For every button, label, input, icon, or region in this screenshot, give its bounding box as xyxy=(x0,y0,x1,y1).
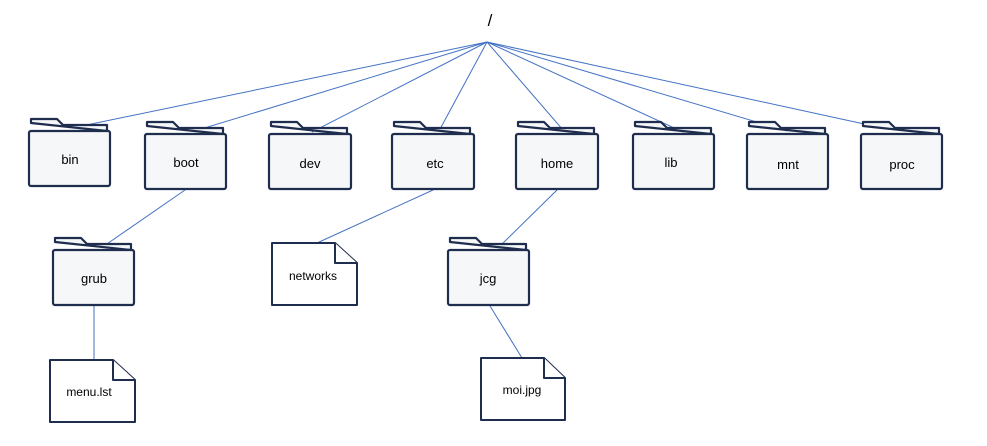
edge-root-home xyxy=(486,41,564,131)
folder-icon xyxy=(448,236,528,252)
folder-icon xyxy=(633,120,713,136)
folder-label: jcg xyxy=(479,271,497,286)
folder-label: proc xyxy=(889,157,915,172)
folder-label: etc xyxy=(426,156,444,171)
folder-node-etc[interactable]: etc xyxy=(390,120,476,191)
folder-node-bin[interactable]: bin xyxy=(27,117,112,188)
file-corner-fold xyxy=(334,243,357,264)
file-node-moi-jpg[interactable]: moi.jpg xyxy=(480,357,566,421)
edge-etc-networks xyxy=(316,189,434,244)
folder-body xyxy=(446,248,531,307)
folder-body xyxy=(143,132,228,191)
folder-node-grub[interactable]: grub xyxy=(51,236,136,307)
folder-node-home[interactable]: home xyxy=(514,120,600,191)
edge-boot-grub xyxy=(103,189,186,247)
folder-label: bin xyxy=(61,152,78,167)
folder-label: mnt xyxy=(777,157,799,172)
file-node-menu-lst[interactable]: menu.lst xyxy=(49,359,136,423)
folder-label: boot xyxy=(173,155,199,170)
folder-body xyxy=(631,132,716,191)
edge-jcg-moi xyxy=(489,305,523,359)
folder-node-proc[interactable]: proc xyxy=(859,120,944,191)
folder-icon xyxy=(861,120,941,136)
edge-root-mnt xyxy=(486,41,788,132)
folder-body xyxy=(267,132,353,191)
edge-root-etc xyxy=(438,41,488,132)
folder-icon xyxy=(145,120,225,136)
folder-body xyxy=(859,132,944,191)
folder-body xyxy=(27,129,112,188)
file-label: menu.lst xyxy=(66,385,112,399)
folder-label: grub xyxy=(81,271,107,286)
folder-node-boot[interactable]: boot xyxy=(143,120,228,191)
edge-root-boot xyxy=(197,41,488,131)
folder-node-lib[interactable]: lib xyxy=(631,120,716,191)
edge-root-dev xyxy=(311,41,488,133)
folder-icon xyxy=(516,120,596,136)
folder-icon xyxy=(53,236,133,252)
folder-body xyxy=(51,248,136,307)
file-label: networks xyxy=(289,269,337,283)
folder-label: lib xyxy=(664,155,677,170)
file-node-networks[interactable]: networks xyxy=(271,242,358,306)
folder-label: home xyxy=(541,156,574,171)
file-corner-fold xyxy=(112,360,135,381)
edge-root-bin xyxy=(71,41,488,129)
folder-body xyxy=(514,132,600,191)
folder-body xyxy=(745,132,830,191)
file-corner-fold xyxy=(543,358,565,379)
folder-node-mnt[interactable]: mnt xyxy=(745,120,830,191)
edge-home-jcg xyxy=(499,189,558,247)
folder-body xyxy=(390,132,476,191)
folder-icon xyxy=(269,120,349,136)
file-label: moi.jpg xyxy=(503,383,542,397)
edge-root-proc xyxy=(486,41,879,128)
edge-root-lib xyxy=(486,41,684,133)
folder-label: dev xyxy=(300,156,321,171)
tree-edges xyxy=(71,41,879,360)
root-label: / xyxy=(488,11,493,30)
folder-icon xyxy=(747,120,827,136)
folder-node-jcg[interactable]: jcg xyxy=(446,236,531,307)
folder-node-dev[interactable]: dev xyxy=(267,120,353,191)
folder-icon xyxy=(29,117,109,133)
folder-icon xyxy=(392,120,472,136)
